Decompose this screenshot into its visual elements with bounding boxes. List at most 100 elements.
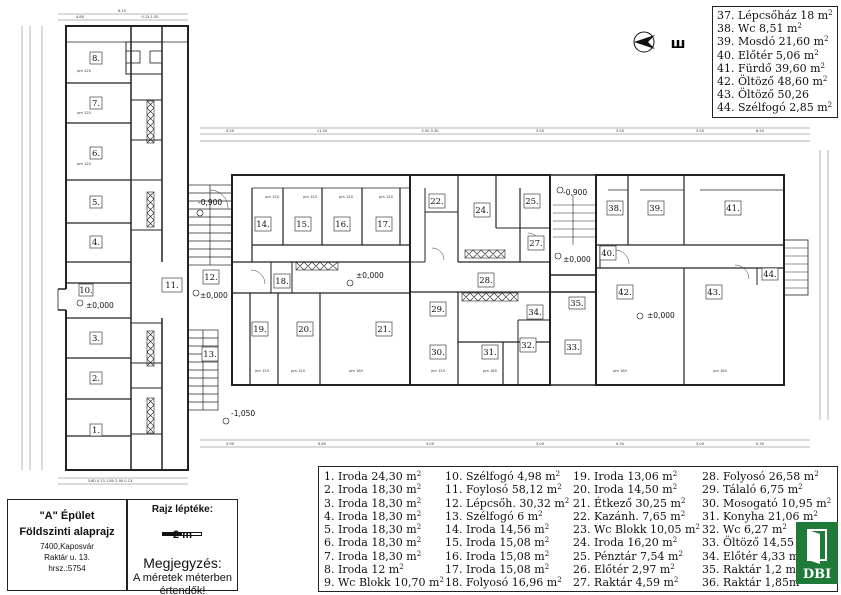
svg-text:0.13 1.50: 0.13 1.50	[141, 15, 159, 19]
room-label: 27.	[529, 239, 543, 249]
room-label: 41.	[726, 204, 740, 214]
svg-text:11.50: 11.50	[317, 129, 328, 133]
svg-text:pm 120: pm 120	[303, 195, 317, 199]
room-label: 7.	[92, 99, 100, 109]
room-label: 42.	[618, 288, 632, 298]
svg-text:pm 120: pm 120	[77, 111, 91, 115]
logo-text: DBI	[802, 567, 832, 582]
room-label: 19.	[253, 325, 267, 335]
room-label: 39.	[649, 204, 663, 214]
legend-entry: 43. Öltöző 50,26	[717, 88, 809, 102]
svg-text:3.50: 3.50	[616, 129, 625, 133]
room-label: 3.	[92, 334, 100, 344]
svg-text:3.80 0.13 1.80 2.90 0.13: 3.80 0.13 1.80 2.90 0.13	[88, 479, 133, 483]
room-label: 5.	[92, 198, 100, 208]
room-label: 4.	[92, 238, 100, 248]
level-marker: ±0,000	[86, 301, 114, 310]
svg-text:ш: ш	[671, 36, 686, 52]
room-label: 22.	[430, 197, 444, 207]
svg-text:pm 160: pm 160	[483, 369, 497, 373]
room-label: 8.	[92, 54, 100, 64]
room-label: 17.	[377, 220, 391, 230]
svg-text:3.00: 3.00	[696, 442, 705, 446]
room-label: 25.	[525, 197, 539, 207]
level-marker: -1,050	[231, 409, 255, 418]
svg-text:3.50: 3.50	[226, 129, 235, 133]
room-label: 44.	[763, 270, 777, 280]
level-marker: ±0,000	[200, 291, 228, 300]
room-labels: 8. 7. 6. 5. 4. 10. 3. 2. 1. 11. 12. 13. …	[78, 51, 779, 437]
svg-text:pm 120: pm 120	[77, 69, 91, 73]
scale-title: Rajz léptéke:	[151, 504, 214, 515]
scale-note-block: Rajz léptéke: 2 m Megjegyzés: A méretek …	[127, 499, 238, 595]
level-marker: ±0,000	[647, 311, 675, 320]
room-label: 32.	[521, 341, 535, 351]
room-legend-top: 37. Lépcsőház 18 m2 38. Wc 8,51 m2 39. M…	[712, 6, 838, 118]
room-label: 20.	[298, 325, 312, 335]
room-label: 10.	[79, 286, 93, 296]
legend-entry: 44. Szélfogó 2,85 m2	[717, 101, 833, 115]
parcel-number: hrsz.:5754	[48, 564, 86, 573]
room-label: 40.	[601, 249, 615, 259]
room-label: 30.	[431, 348, 445, 358]
room-label: 38.	[608, 204, 622, 214]
room-label: 16.	[335, 220, 349, 230]
door-logo-icon	[807, 529, 827, 564]
svg-text:pm 120: pm 120	[265, 195, 279, 199]
legend-entry: 38. Wc 8,51 m2	[717, 22, 802, 36]
room-label: 31.	[483, 348, 497, 358]
title-block: "A" Épület Földszinti alaprajz 7400,Kapo…	[7, 499, 127, 591]
level-marker: -0,900	[198, 198, 222, 207]
room-label: 12.	[204, 273, 218, 283]
svg-text:8.10: 8.10	[118, 9, 127, 13]
legend-entry: 42. Öltöző 48,60 m2	[717, 75, 828, 89]
room-label: 29.	[431, 305, 445, 315]
note-text: A méretek méterben	[132, 572, 233, 584]
room-label: 28.	[479, 276, 493, 286]
room-label: 43.	[707, 288, 721, 298]
note-text: értendők!	[159, 585, 206, 595]
svg-text:0.30: 0.30	[616, 442, 625, 446]
svg-text:3.00: 3.00	[426, 442, 435, 446]
legend-entry: 37. Lépcsőház 18 m2	[717, 9, 833, 22]
svg-text:pm 120: pm 120	[379, 195, 393, 199]
svg-text:4.80: 4.80	[76, 15, 85, 19]
room-label: 1.	[92, 426, 100, 436]
room-label: 11.	[165, 281, 179, 291]
room-label: 13.	[203, 350, 217, 360]
svg-text:pm 120: pm 120	[291, 369, 305, 373]
svg-text:3.50 0.30: 3.50 0.30	[421, 129, 439, 133]
north-arrow-icon: ш	[633, 31, 686, 53]
room-legend-bottom: 1. Iroda 24,30 m2 2. Iroda 18,30 m2 3. I…	[318, 466, 838, 592]
legend-column: 28. Folyosó 26,58 m2 29. Tálaló 6,75 m2 …	[702, 470, 832, 590]
svg-text:pm 160: pm 160	[613, 369, 627, 373]
svg-text:pm 160: pm 160	[349, 369, 363, 373]
room-label: 33.	[566, 343, 580, 353]
svg-text:3.50: 3.50	[536, 129, 545, 133]
svg-text:pm 120: pm 120	[339, 195, 353, 199]
legend-entry: 41. Fürdő 39,60 m2	[717, 61, 826, 75]
room-label: 14.	[256, 220, 270, 230]
room-label: 2.	[92, 374, 100, 384]
svg-text:pm 120: pm 120	[77, 162, 91, 166]
svg-text:pm 160: pm 160	[713, 369, 727, 373]
address-line: Raktár u. 13.	[44, 553, 90, 562]
room-label: 24.	[475, 206, 489, 216]
legend-column: 19. Iroda 13,06 m2 20. Iroda 14,50 m2 21…	[573, 470, 700, 590]
svg-text:0.30: 0.30	[756, 442, 765, 446]
level-marker: ±0,000	[563, 255, 591, 264]
room-label: 34.	[528, 308, 542, 318]
room-label: 18.	[275, 277, 289, 287]
address-line: 7400,Kaposvár	[40, 542, 94, 551]
dbi-logo: DBI	[796, 522, 838, 584]
svg-text:pm 120: pm 120	[255, 369, 269, 373]
room-label: 15.	[296, 220, 310, 230]
legend-column: 10. Szélfogó 4,98 m2 11. Foylosó 58,12 m…	[445, 470, 570, 590]
svg-text:3.00: 3.00	[536, 442, 545, 446]
room-label: 35.	[570, 299, 584, 309]
svg-text:6.85: 6.85	[318, 442, 326, 446]
room-label: 6.	[92, 149, 100, 159]
room-label: 21.	[377, 325, 391, 335]
